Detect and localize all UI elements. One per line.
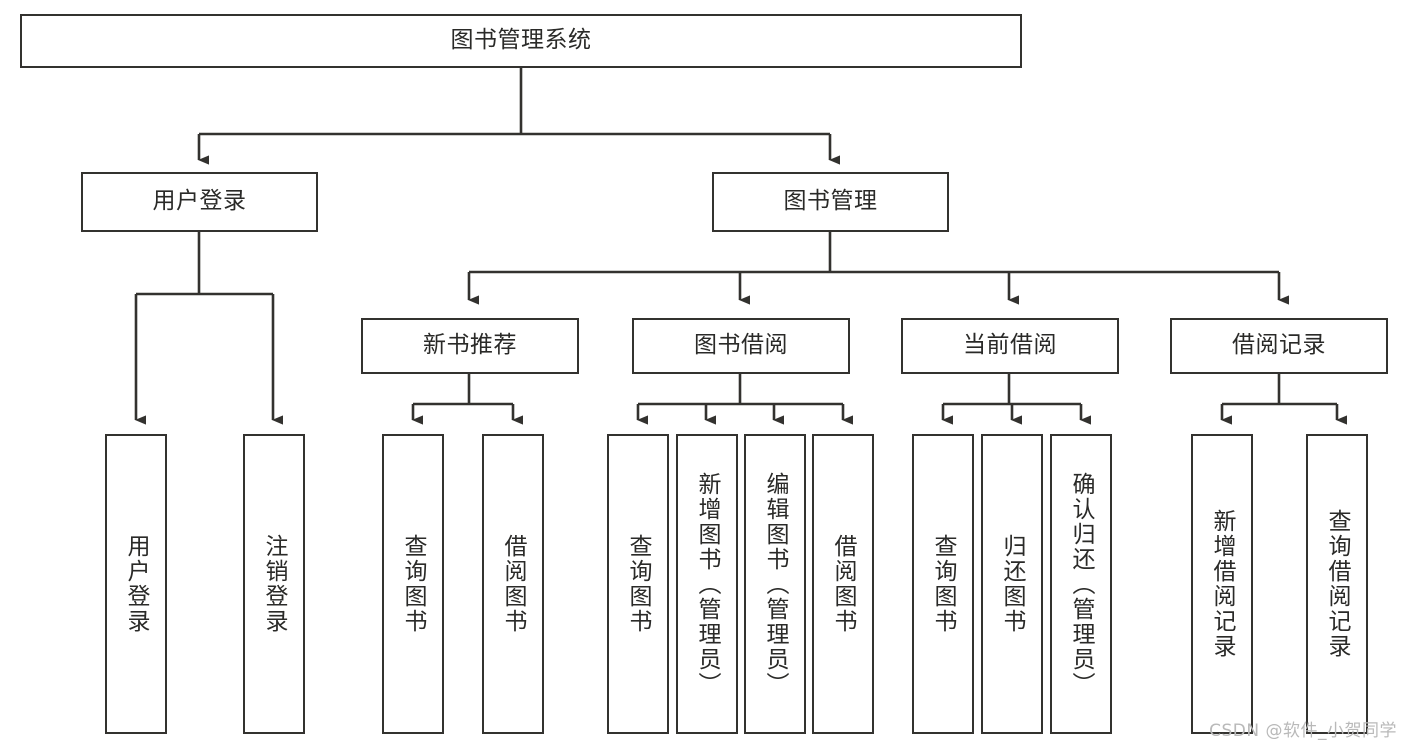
leaf-borrow-edit-book[interactable]: 编辑图书（管理员） xyxy=(744,434,806,734)
node-user-login[interactable]: 用户登录 xyxy=(81,172,318,232)
node-book-borrow-label: 图书借阅 xyxy=(694,332,788,359)
leaf-borrow-borrow-book[interactable]: 借阅图书 xyxy=(812,434,874,734)
node-book-management-label: 图书管理 xyxy=(783,188,878,215)
leaf-borrow-add-book-label: 新增图书（管理员） xyxy=(694,471,721,697)
node-root[interactable]: 图书管理系统 xyxy=(20,14,1022,68)
leaf-current-return-book[interactable]: 归还图书 xyxy=(981,434,1043,734)
node-borrow-records[interactable]: 借阅记录 xyxy=(1170,318,1388,374)
leaf-newbook-borrow-book[interactable]: 借阅图书 xyxy=(482,434,544,734)
node-new-book-recommend-label: 新书推荐 xyxy=(423,332,517,359)
leaf-newbook-query-book[interactable]: 查询图书 xyxy=(382,434,444,734)
watermark: CSDN @软件_小贺同学 xyxy=(1209,721,1397,741)
leaf-borrow-query-book[interactable]: 查询图书 xyxy=(607,434,669,734)
leaf-newbook-query-book-label: 查询图书 xyxy=(400,534,427,634)
node-current-borrow[interactable]: 当前借阅 xyxy=(901,318,1119,374)
leaf-records-query-record[interactable]: 查询借阅记录 xyxy=(1306,434,1368,734)
leaf-borrow-edit-book-label: 编辑图书（管理员） xyxy=(762,471,789,697)
node-new-book-recommend[interactable]: 新书推荐 xyxy=(361,318,579,374)
leaf-user-login-label: 用户登录 xyxy=(123,534,150,634)
leaf-records-add-record-label: 新增借阅记录 xyxy=(1209,509,1236,659)
node-borrow-records-label: 借阅记录 xyxy=(1232,332,1326,359)
leaf-records-add-record[interactable]: 新增借阅记录 xyxy=(1191,434,1253,734)
leaf-records-query-record-label: 查询借阅记录 xyxy=(1324,509,1351,659)
node-user-login-label: 用户登录 xyxy=(152,188,247,215)
node-book-management[interactable]: 图书管理 xyxy=(712,172,949,232)
leaf-newbook-borrow-book-label: 借阅图书 xyxy=(500,534,527,634)
leaf-user-login[interactable]: 用户登录 xyxy=(105,434,167,734)
leaf-current-query-book[interactable]: 查询图书 xyxy=(912,434,974,734)
node-book-borrow[interactable]: 图书借阅 xyxy=(632,318,850,374)
leaf-current-query-book-label: 查询图书 xyxy=(930,534,957,634)
node-current-borrow-label: 当前借阅 xyxy=(963,332,1057,359)
leaf-current-return-book-label: 归还图书 xyxy=(999,534,1026,634)
leaf-current-confirm-return[interactable]: 确认归还（管理员） xyxy=(1050,434,1112,734)
leaf-borrow-add-book[interactable]: 新增图书（管理员） xyxy=(676,434,738,734)
leaf-borrow-query-book-label: 查询图书 xyxy=(625,534,652,634)
leaf-logout[interactable]: 注销登录 xyxy=(243,434,305,734)
leaf-borrow-borrow-book-label: 借阅图书 xyxy=(830,534,857,634)
node-root-label: 图书管理系统 xyxy=(450,27,592,54)
leaf-logout-label: 注销登录 xyxy=(261,534,288,634)
leaf-current-confirm-return-label: 确认归还（管理员） xyxy=(1068,471,1095,697)
